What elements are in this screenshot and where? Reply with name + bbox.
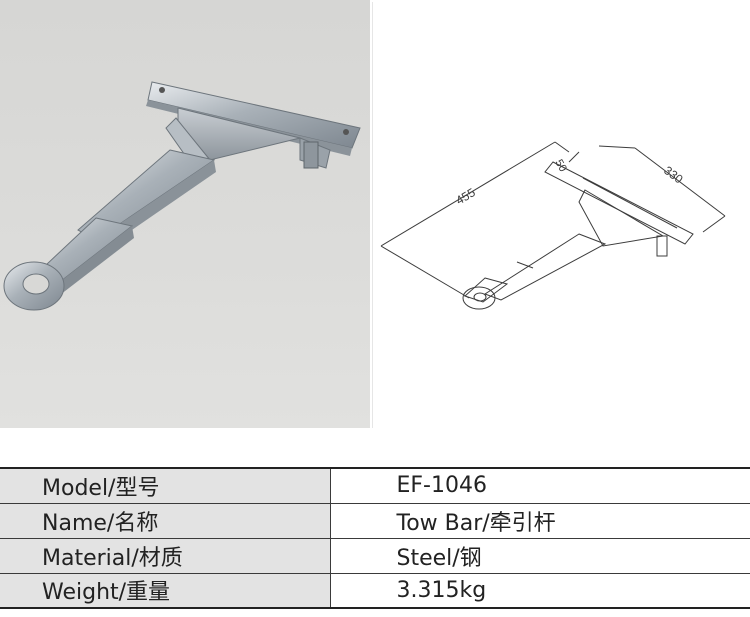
material-label: Material/材质 xyxy=(0,537,331,574)
name-label: Name/名称 xyxy=(0,502,331,539)
table-row: Name/名称 Tow Bar/牵引杆 xyxy=(0,502,750,539)
table-row: Weight/重量 3.315kg xyxy=(0,572,750,609)
name-value: Tow Bar/牵引杆 xyxy=(329,502,750,539)
weight-label: Weight/重量 xyxy=(0,572,331,609)
product-photo xyxy=(0,0,370,428)
dimension-label-length: 455 xyxy=(453,185,478,207)
weight-value: 3.315kg xyxy=(329,572,750,609)
dimension-line-width xyxy=(634,147,726,217)
technical-drawing: 455 50 330 xyxy=(372,2,747,428)
table-row: Material/材质 Steel/钢 xyxy=(0,537,750,574)
dimension-line-length xyxy=(380,141,556,247)
table-row: Model/型号 EF-1046 xyxy=(0,467,750,504)
material-value: Steel/钢 xyxy=(329,537,750,574)
spec-table: Model/型号 EF-1046 Name/名称 Tow Bar/牵引杆 Mat… xyxy=(0,467,750,609)
model-label: Model/型号 xyxy=(0,467,331,504)
dimension-label-small: 50 xyxy=(552,158,569,175)
tow-bar-photo-illustration xyxy=(3,81,361,311)
tow-bar-dimension-drawing: 455 50 330 xyxy=(380,141,726,310)
model-value: EF-1046 xyxy=(329,467,750,504)
